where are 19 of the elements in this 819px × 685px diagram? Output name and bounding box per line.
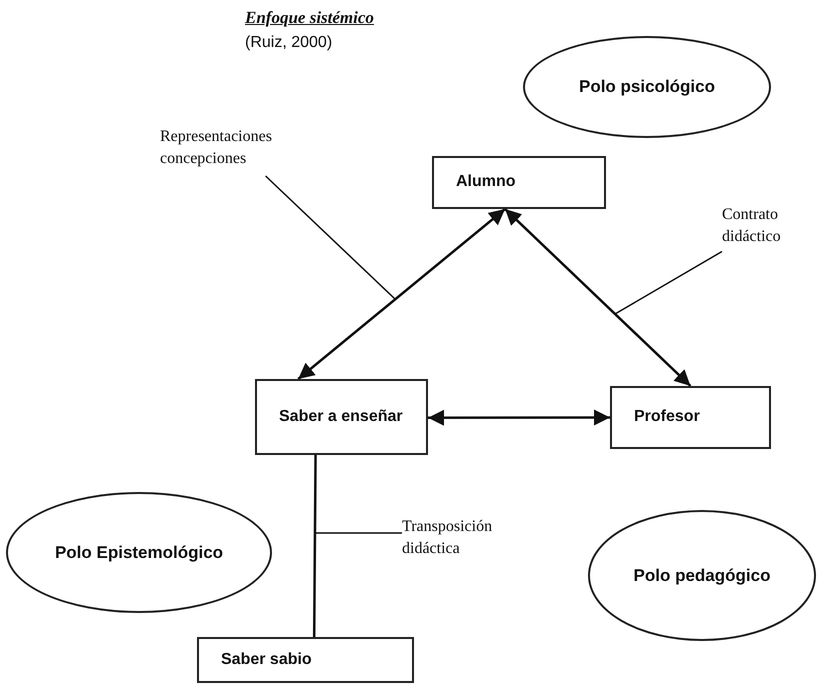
process-box: Saber a enseñar bbox=[255, 379, 428, 455]
leader-line bbox=[265, 175, 396, 300]
note-text: Transposición didáctica bbox=[402, 516, 532, 562]
process-box: Saber sabio bbox=[197, 637, 414, 683]
arrow bbox=[428, 410, 610, 426]
arrow bbox=[297, 208, 506, 380]
ellipse: Polo psicológico bbox=[523, 36, 771, 138]
ellipse: Polo pedagógico bbox=[588, 510, 816, 641]
arrow bbox=[504, 208, 692, 387]
citation: (Ruiz, 2000) bbox=[245, 34, 332, 52]
process-box: Alumno bbox=[432, 156, 606, 209]
ellipse: Polo Epistemológico bbox=[6, 492, 272, 613]
process-box: Profesor bbox=[610, 386, 771, 449]
connector-line bbox=[312, 455, 317, 637]
note-text: Contrato didáctico bbox=[722, 204, 812, 254]
leader-line bbox=[315, 532, 402, 534]
leader-line bbox=[614, 250, 722, 315]
note-text: Representaciones concepciones bbox=[160, 126, 320, 176]
title: Enfoque sistémico bbox=[245, 8, 374, 28]
